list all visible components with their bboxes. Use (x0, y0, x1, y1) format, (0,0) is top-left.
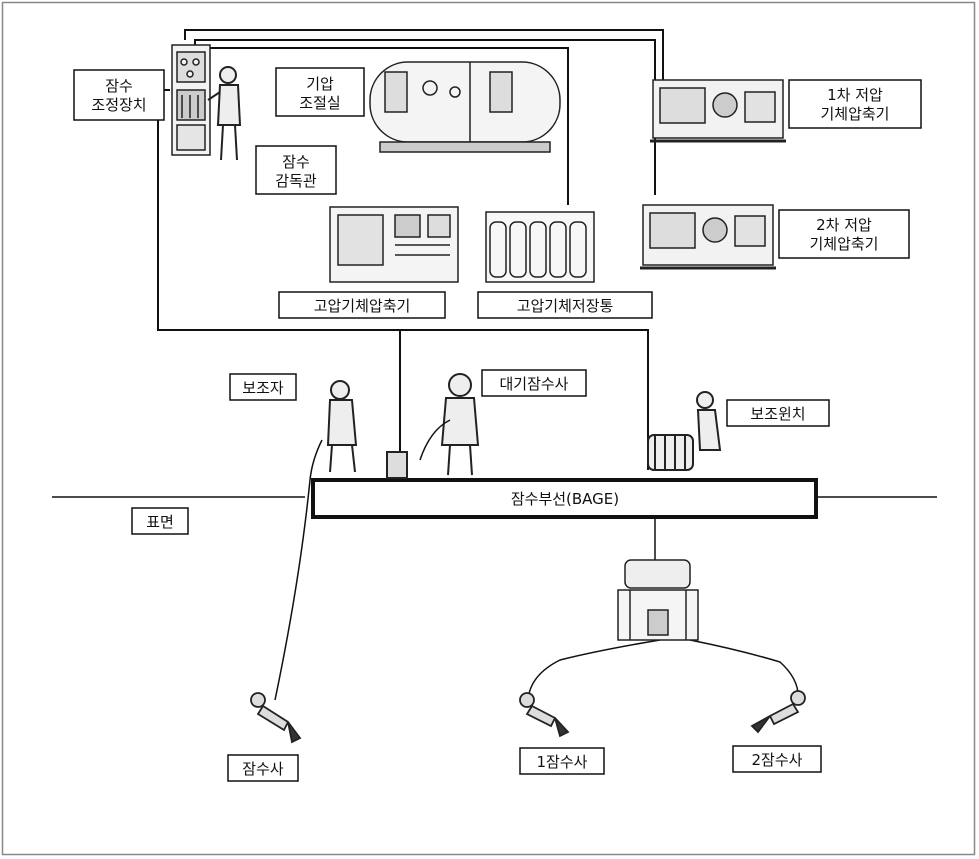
standby-diver-figure (442, 374, 478, 475)
label-supervisor-line2: 감독관 (275, 172, 317, 190)
diver-figure-main (251, 693, 300, 742)
lp-compressor-1-drawing (650, 80, 786, 141)
label-control-panel-line2: 조정장치 (91, 96, 146, 114)
label-diver-1: 1잠수사 (537, 753, 588, 771)
label-barge: 잠수부선(BAGE) (511, 490, 619, 508)
hp-gas-storage-drawing (486, 212, 594, 282)
label-lp2-line2: 기체압축기 (809, 235, 878, 253)
diver-figure-2 (752, 691, 805, 732)
label-lp2-line1: 2차 저압 (816, 216, 872, 234)
label-standby-diver: 대기잠수사 (499, 375, 568, 393)
assistant-figure (328, 381, 407, 478)
diving-bell-drawing (618, 560, 698, 640)
label-control-panel-line1: 잠수 (105, 77, 133, 95)
label-aux-winch: 보조윈치 (750, 405, 805, 423)
label-supervisor-line1: 잠수 (282, 153, 310, 171)
diver-figure-1 (520, 693, 568, 736)
label-hp-storage: 고압기체저장통 (517, 297, 614, 315)
label-diver-2: 2잠수사 (752, 751, 803, 769)
aux-winch-drawing (648, 392, 720, 470)
diving-supervisor-figure (208, 67, 240, 160)
lp-compressor-2-drawing (640, 205, 776, 268)
label-surface: 표면 (146, 513, 174, 531)
diving-control-panel-drawing (172, 45, 210, 155)
label-chamber-line1: 기압 (306, 75, 334, 93)
label-lp1-line2: 기체압축기 (820, 105, 889, 123)
label-hp-compressor: 고압기체압축기 (314, 297, 411, 315)
label-diver: 잠수사 (242, 760, 284, 778)
hp-compressor-drawing (330, 207, 458, 282)
label-lp1-line1: 1차 저압 (827, 86, 883, 104)
label-assistant: 보조자 (242, 379, 284, 397)
pressure-chamber-drawing (370, 62, 560, 152)
label-chamber-line2: 조절실 (299, 94, 340, 112)
